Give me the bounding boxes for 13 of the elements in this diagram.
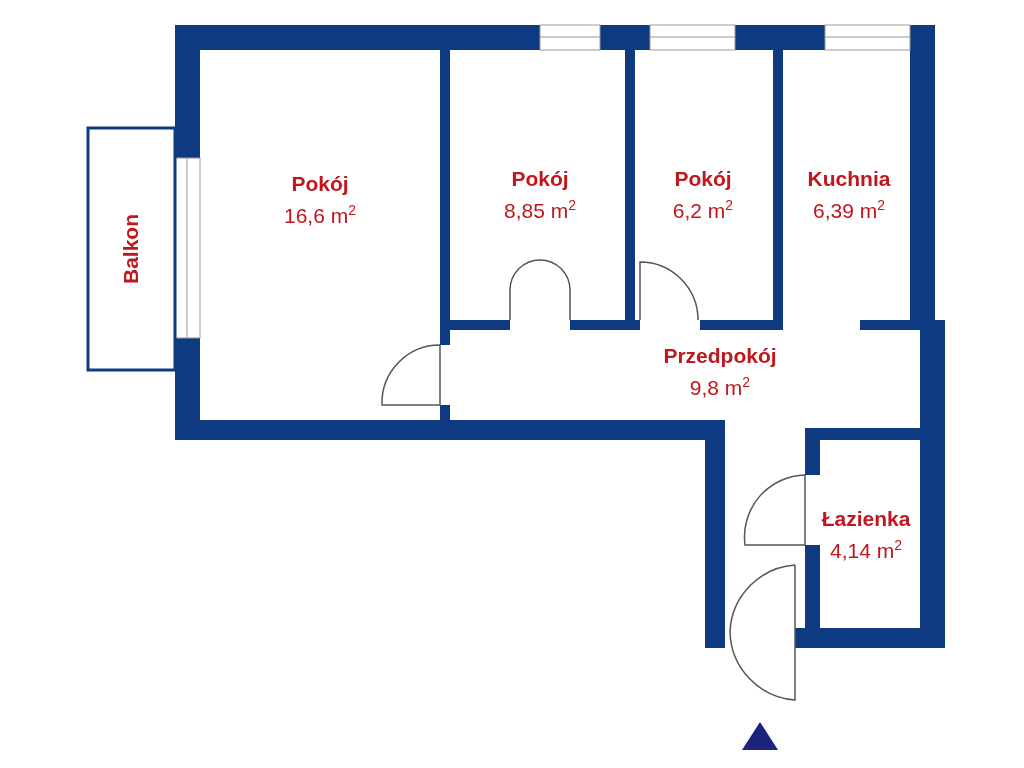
area-value: 9,8 m$^{2}$ — [688, 373, 752, 401]
area-value: 6,2 m$^{2}$ — [672, 196, 734, 224]
room-name: Pokój — [673, 166, 733, 192]
area-value: 4,14 m$^{2}$ — [829, 536, 903, 564]
area-value: 8,85 m$^{2}$ — [504, 196, 576, 224]
area-value: 6,39 m$^{2}$ — [812, 196, 886, 224]
room-name: Pokój — [510, 166, 570, 192]
room-name: Przedpokój — [663, 343, 777, 369]
room-name: Kuchnia — [807, 166, 891, 192]
area-value: 16,6 m$^{2}$ — [284, 201, 356, 229]
room-name: Łazienka — [821, 506, 911, 532]
room-name: Balkon — [118, 214, 143, 284]
room-name: Pokój — [290, 171, 350, 197]
